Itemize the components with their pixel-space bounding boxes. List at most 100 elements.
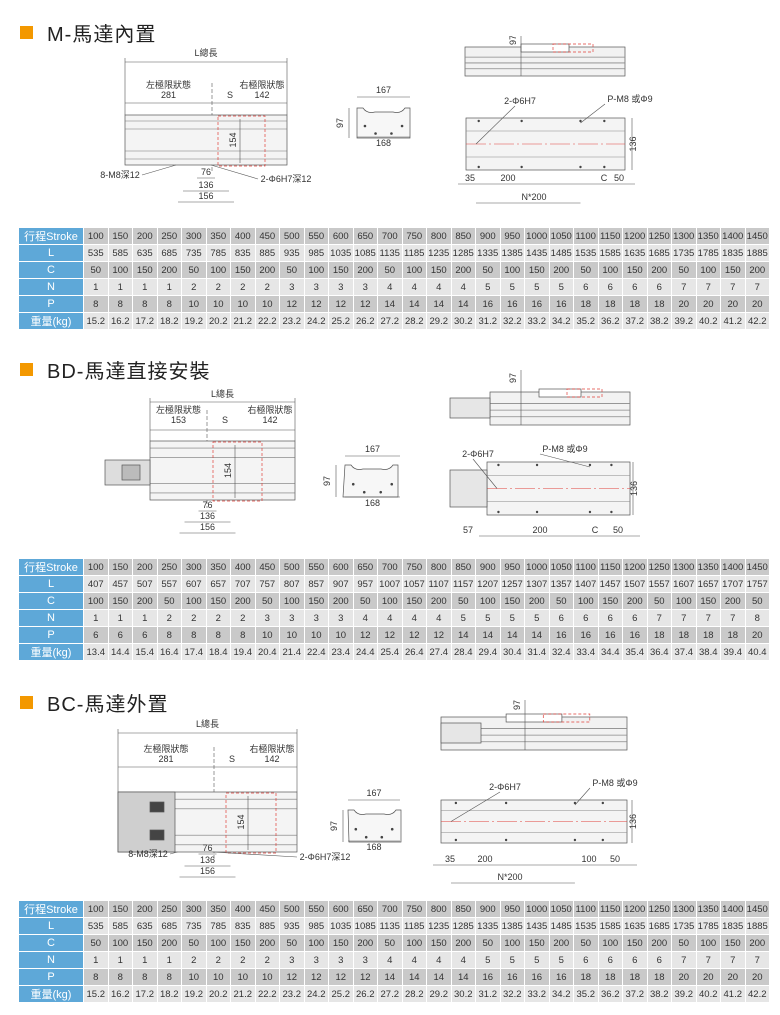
table-cell: 18 bbox=[695, 626, 721, 644]
table-cell: 750 bbox=[401, 227, 427, 245]
table-cell: 1450 bbox=[744, 227, 770, 245]
table-cell: 1150 bbox=[597, 227, 623, 245]
table-cell: 5 bbox=[499, 951, 525, 969]
table-cell: 935 bbox=[279, 917, 305, 935]
section-title-text: BC-馬達外置 bbox=[47, 694, 169, 716]
table-cell: 100 bbox=[279, 592, 305, 610]
dimension-136: 136 bbox=[200, 511, 215, 521]
table-cell: 1350 bbox=[695, 900, 721, 918]
stroke-label: S bbox=[227, 90, 233, 100]
table-cell: 12 bbox=[352, 968, 378, 986]
table-cell: 200 bbox=[132, 227, 158, 245]
table-cell: 100 bbox=[107, 934, 133, 952]
table-cell: 1150 bbox=[597, 558, 623, 576]
table-cell: 300 bbox=[181, 900, 207, 918]
table-cell: 1635 bbox=[622, 244, 648, 262]
table-cell: 14 bbox=[401, 295, 427, 313]
table-cell: 12 bbox=[328, 968, 354, 986]
side-height-label: 97 bbox=[508, 373, 518, 383]
table-cell: 607 bbox=[181, 575, 207, 593]
table-cell: 200 bbox=[450, 261, 476, 279]
table-cell: 1400 bbox=[720, 227, 746, 245]
table-cell: 200 bbox=[132, 558, 158, 576]
table-cell: 3 bbox=[303, 951, 329, 969]
table-cell: 100 bbox=[83, 227, 109, 245]
table-cell: 12 bbox=[279, 295, 305, 313]
table-cell: 18 bbox=[622, 968, 648, 986]
row-header: P bbox=[18, 968, 84, 986]
table-cell: 18.2 bbox=[156, 985, 182, 1003]
table-cell: 50 bbox=[352, 592, 378, 610]
title-square-icon bbox=[20, 363, 33, 376]
table-cell: 32.2 bbox=[499, 985, 525, 1003]
table-cell: 250 bbox=[156, 558, 182, 576]
table-cell: 600 bbox=[328, 227, 354, 245]
table-cell: 20 bbox=[744, 295, 770, 313]
row-header: 行程Stroke bbox=[18, 227, 84, 245]
table-cell: 1785 bbox=[695, 917, 721, 935]
table-cell: 2 bbox=[181, 278, 207, 296]
pitch-label: N*200 bbox=[521, 192, 546, 202]
table-cell: 100 bbox=[499, 934, 525, 952]
end-width-top: 167 bbox=[365, 444, 380, 454]
table-cell: 4 bbox=[450, 951, 476, 969]
table-cell: 950 bbox=[499, 900, 525, 918]
table-cell: 757 bbox=[254, 575, 280, 593]
table-cell: 50 bbox=[671, 261, 697, 279]
table-cell: 150 bbox=[524, 261, 550, 279]
table-cell: 12 bbox=[352, 626, 378, 644]
table-cell: 20 bbox=[720, 968, 746, 986]
right-limit-value: 142 bbox=[264, 754, 279, 764]
table-cell: 22.2 bbox=[254, 312, 280, 330]
table-cell: 20.4 bbox=[254, 643, 280, 661]
table-cell: 12 bbox=[352, 295, 378, 313]
table-cell: 33.4 bbox=[573, 643, 599, 661]
table-cell: 100 bbox=[573, 592, 599, 610]
table-cell: 1250 bbox=[646, 227, 672, 245]
dimension-76: 76 bbox=[201, 167, 211, 177]
height-dim-label: 154 bbox=[223, 463, 233, 478]
table-cell: 1835 bbox=[720, 244, 746, 262]
side-view-drawing: 97 bbox=[464, 36, 626, 77]
table-cell: 16.2 bbox=[107, 985, 133, 1003]
table-cell: 100 bbox=[695, 261, 721, 279]
table-cell: 1250 bbox=[646, 900, 672, 918]
table-cell: 40.2 bbox=[695, 312, 721, 330]
table-cell: 4 bbox=[426, 951, 452, 969]
table-cell: 5 bbox=[475, 951, 501, 969]
table-cell: 39.2 bbox=[671, 985, 697, 1003]
table-cell: 150 bbox=[205, 592, 231, 610]
row-header: L bbox=[18, 917, 84, 935]
table-cell: 5 bbox=[450, 609, 476, 627]
table-cell: 7 bbox=[720, 278, 746, 296]
table-cell: 21.2 bbox=[230, 312, 256, 330]
plate-width-label: 136 bbox=[628, 136, 638, 151]
table-cell: 15.4 bbox=[132, 643, 158, 661]
table-cell: 1785 bbox=[695, 244, 721, 262]
table-cell: 33.2 bbox=[524, 985, 550, 1003]
table-cell: 585 bbox=[107, 244, 133, 262]
table-cell: 2 bbox=[156, 609, 182, 627]
table-cell: 150 bbox=[132, 934, 158, 952]
table-cell: 10 bbox=[230, 295, 256, 313]
table-cell: 23.2 bbox=[279, 985, 305, 1003]
table-cell: 6 bbox=[132, 626, 158, 644]
table-cell: 5 bbox=[499, 278, 525, 296]
table-cell: 785 bbox=[205, 244, 231, 262]
table-cell: 30.2 bbox=[450, 985, 476, 1003]
table-cell: 1135 bbox=[377, 917, 403, 935]
table-cell: 10 bbox=[230, 968, 256, 986]
table-cell: 1585 bbox=[597, 917, 623, 935]
table-cell: 400 bbox=[230, 558, 256, 576]
table-cell: 150 bbox=[107, 227, 133, 245]
table-cell: 5 bbox=[524, 951, 550, 969]
table-cell: 26.2 bbox=[352, 312, 378, 330]
table-cell: 1307 bbox=[524, 575, 550, 593]
table-cell: 800 bbox=[426, 227, 452, 245]
table-cell: 3 bbox=[279, 951, 305, 969]
table-cell: 8 bbox=[156, 626, 182, 644]
